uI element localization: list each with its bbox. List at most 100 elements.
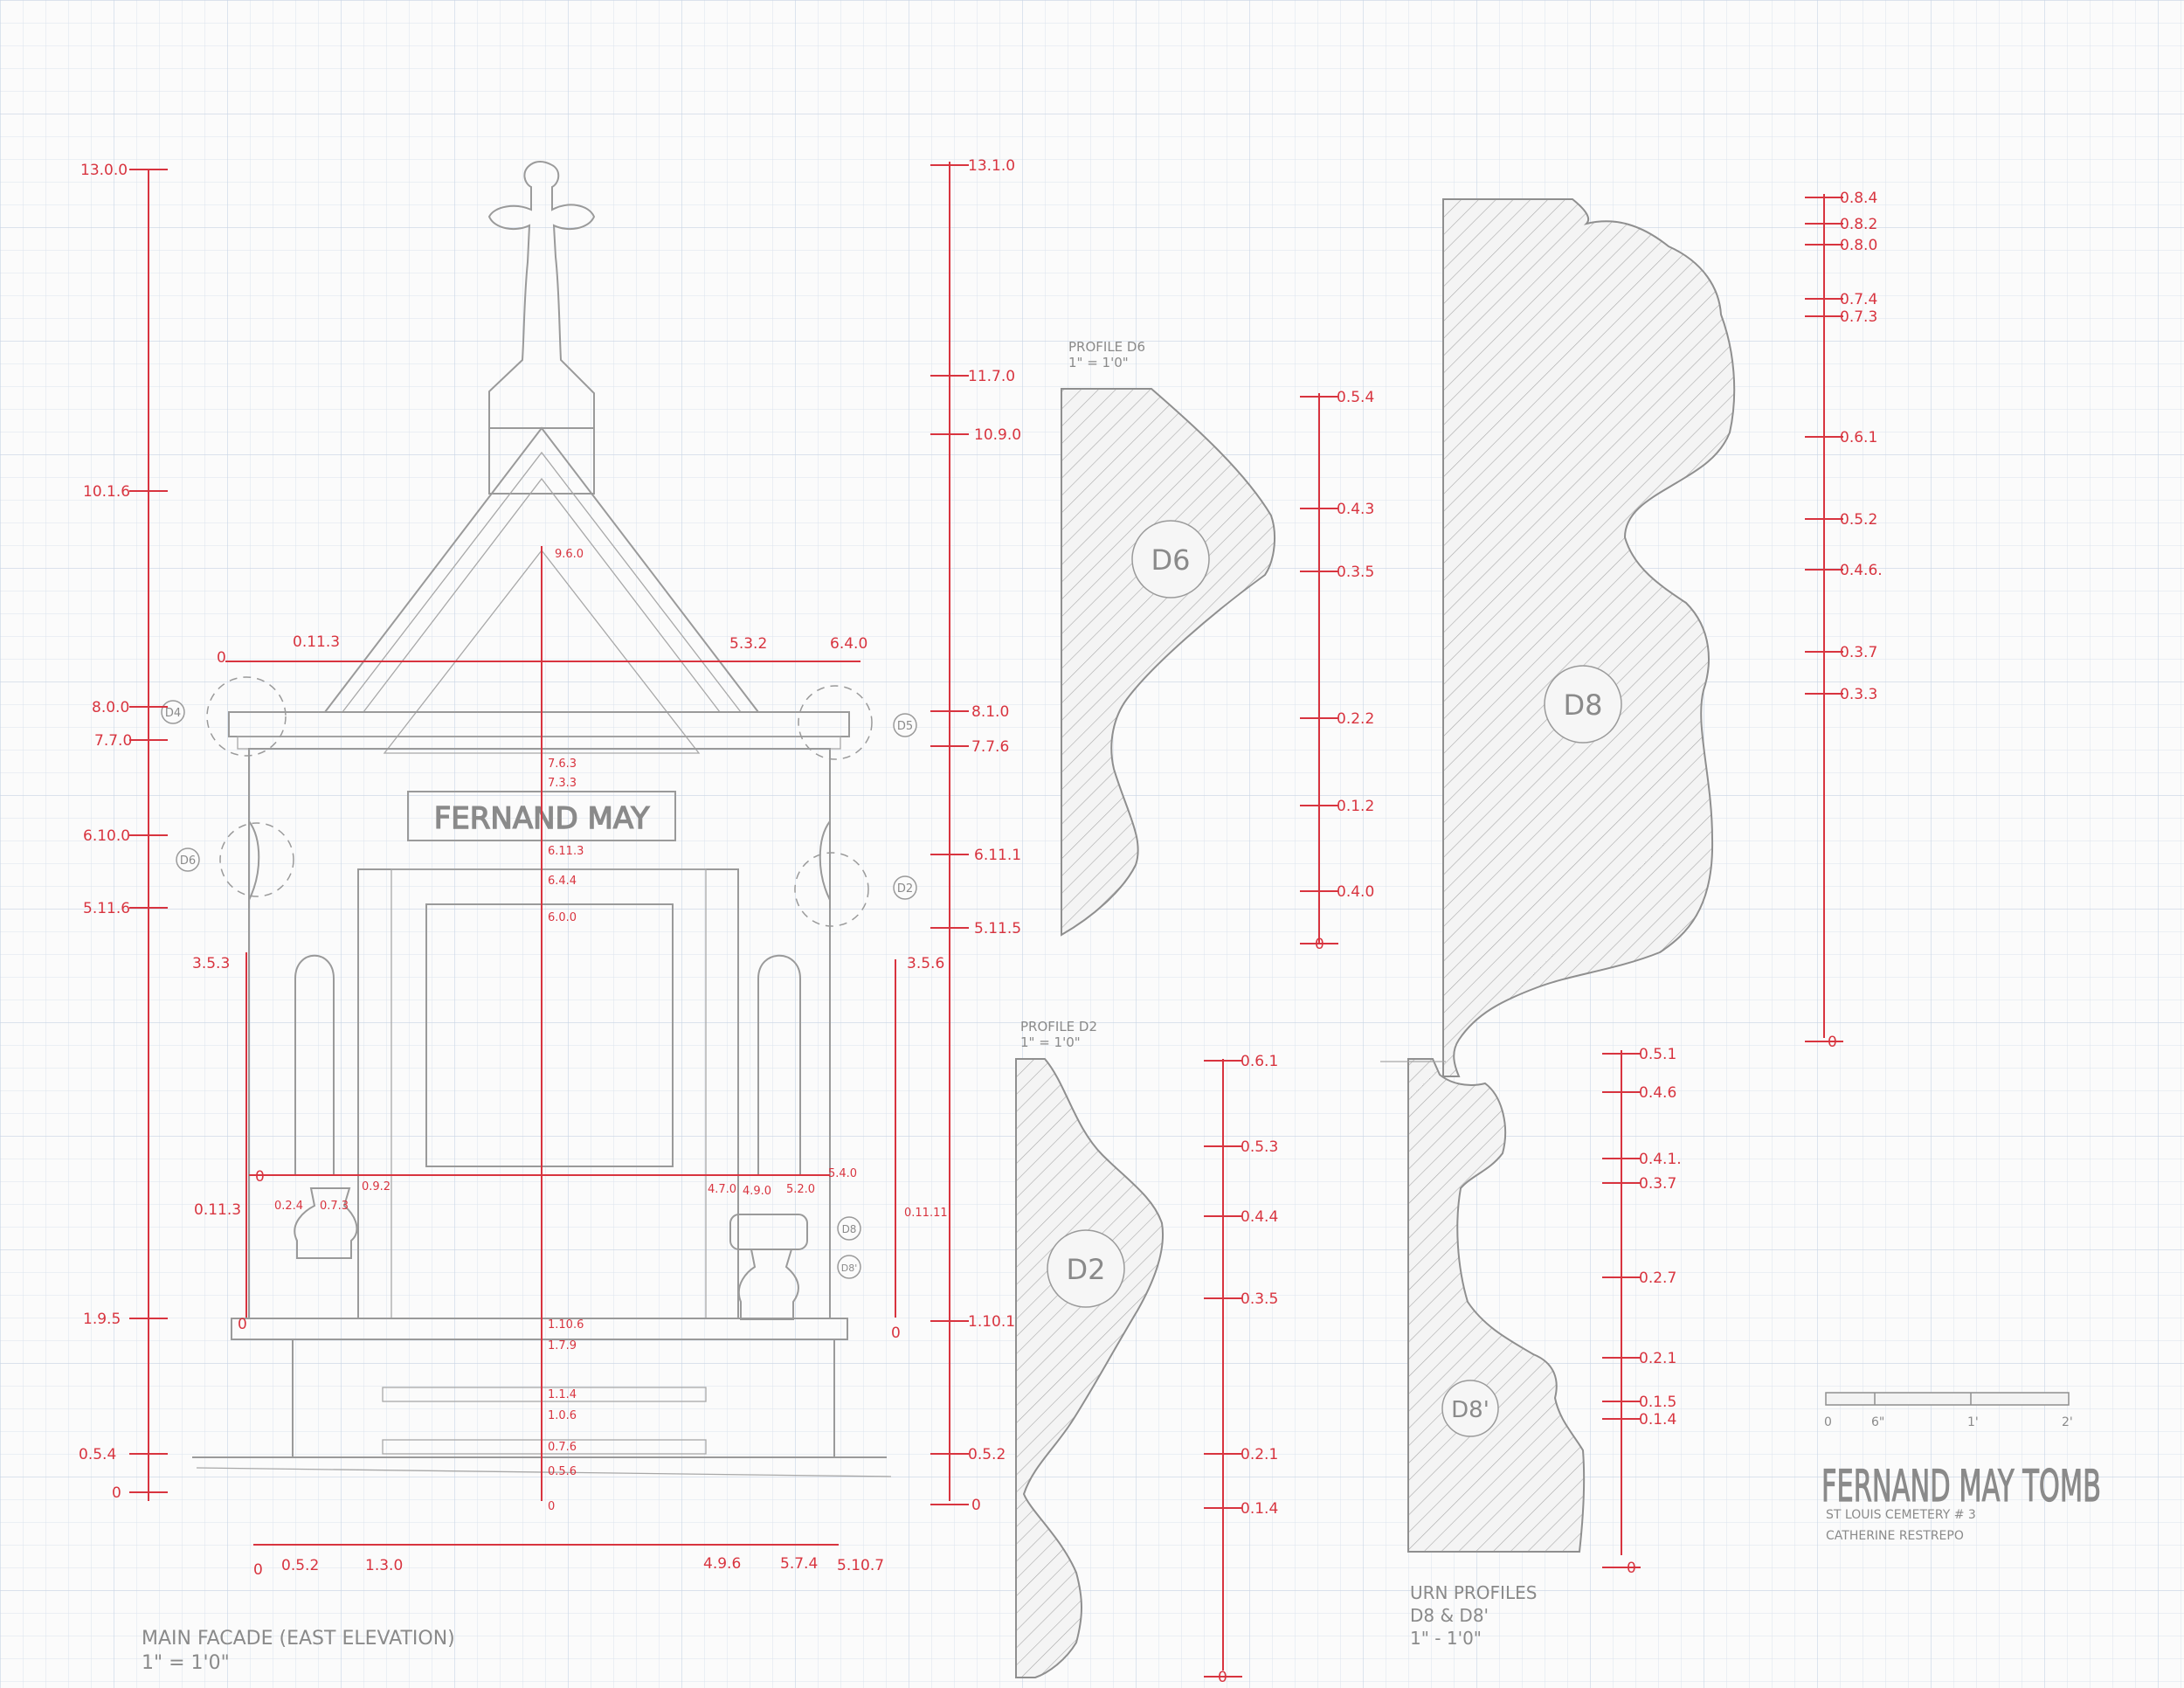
dim-left-3: 7.7.0 bbox=[94, 732, 132, 750]
scale-2ft: 2' bbox=[2062, 1415, 2073, 1429]
facade-dimension-labels: 13.0.0 10.1.6 8.0.0 7.7.0 6.10.0 5.11.6 … bbox=[79, 157, 1021, 1579]
dim-right-5: 6.11.1 bbox=[974, 847, 1021, 864]
d8-tick-5: 0.6.1 bbox=[1840, 429, 1877, 446]
urn-tick-1: 0.4.6 bbox=[1639, 1084, 1676, 1102]
profile-d8-shape bbox=[1442, 198, 1736, 1077]
d6-tick-2: 0.3.5 bbox=[1337, 564, 1374, 581]
profile-d2-label: D2 bbox=[1067, 1253, 1106, 1286]
dim-left-side-5: 0.7.3 bbox=[320, 1200, 349, 1213]
title-block-subtitle: ST LOUIS CEMETERY # 3 bbox=[1826, 1508, 1976, 1522]
d8-tick-7: 0.4.6. bbox=[1840, 562, 1883, 579]
dim-right-1: 11.7.0 bbox=[968, 368, 1015, 385]
d2-tick-2: 0.4.4 bbox=[1241, 1208, 1278, 1226]
dim-bottom-0: 0 bbox=[253, 1561, 263, 1579]
urn-tick-8: 0 bbox=[1627, 1560, 1636, 1577]
dim-top-2: 5.3.2 bbox=[729, 635, 767, 653]
right-niche bbox=[757, 954, 801, 1176]
dim-center-4: 6.4.4 bbox=[548, 875, 577, 888]
urn-tick-5: 0.2.1 bbox=[1639, 1350, 1676, 1367]
d2-tick-1: 0.5.3 bbox=[1241, 1138, 1278, 1156]
d6-tick-4: 0.1.2 bbox=[1337, 798, 1374, 815]
dim-bottom-3: 4.9.6 bbox=[703, 1555, 741, 1573]
callout-d5: D5 bbox=[897, 720, 913, 733]
dim-center-2: 7.3.3 bbox=[548, 777, 577, 790]
d8-tick-0: 0.8.4 bbox=[1840, 190, 1877, 207]
dim-left-2: 8.0.0 bbox=[92, 699, 129, 716]
d8-tick-1: 0.8.2 bbox=[1840, 216, 1877, 233]
profile-d2 bbox=[1015, 1058, 1224, 1678]
d8-tick-8: 0.3.7 bbox=[1840, 644, 1877, 661]
d2-tick-4: 0.2.1 bbox=[1241, 1446, 1278, 1463]
dim-center-9: 1.0.6 bbox=[548, 1409, 577, 1422]
urn-subtitle: D8 & D8' bbox=[1410, 1605, 1489, 1626]
dim-center-11: 0.5.6 bbox=[548, 1465, 577, 1478]
dim-right-side-2: 0.11.11 bbox=[904, 1207, 948, 1220]
scale-0: 0 bbox=[1824, 1415, 1832, 1429]
dim-right-side-1: 0 bbox=[891, 1325, 901, 1342]
step-1 bbox=[382, 1387, 707, 1402]
dim-center-8: 1.1.4 bbox=[548, 1388, 577, 1401]
profile-d6-title: PROFILE D6 bbox=[1068, 339, 1145, 355]
dim-right-0: 13.1.0 bbox=[968, 157, 1015, 175]
d8-tick-4: 0.7.3 bbox=[1840, 308, 1877, 326]
dim-right-side-0: 3.5.6 bbox=[907, 955, 944, 972]
profile-d6 bbox=[1061, 388, 1320, 944]
urn-tick-2: 0.4.1. bbox=[1639, 1151, 1682, 1168]
dim-right-side-5: 5.2.0 bbox=[786, 1183, 815, 1196]
dim-right-6: 5.11.5 bbox=[974, 920, 1021, 937]
urn-tick-7: 0.1.4 bbox=[1639, 1411, 1676, 1429]
profile-d2-ticks: 0.6.1 0.5.3 0.4.4 0.3.5 0.2.1 0.1.4 0 bbox=[1218, 1053, 1278, 1686]
callout-d8: D8 bbox=[842, 1223, 857, 1235]
dim-center-10: 0.7.6 bbox=[548, 1441, 577, 1454]
dim-right-2: 10.9.0 bbox=[974, 426, 1021, 444]
dim-bottom-4: 5.7.4 bbox=[780, 1555, 818, 1573]
dim-left-side-0: 3.5.3 bbox=[192, 955, 230, 972]
dim-bottom-2: 1.3.0 bbox=[365, 1557, 403, 1574]
profile-d8-label: D8 bbox=[1564, 688, 1603, 722]
urn-tick-4: 0.2.7 bbox=[1639, 1269, 1676, 1287]
scale-6in: 6" bbox=[1871, 1415, 1884, 1429]
dim-left-7: 0.5.4 bbox=[79, 1446, 116, 1463]
profile-d8-ticks: 0.8.4 0.8.2 0.8.0 0.7.4 0.7.3 0.6.1 0.5.… bbox=[1828, 190, 1883, 1051]
dim-left-1: 10.1.6 bbox=[83, 483, 130, 501]
title-block-title: FERNAND MAY TOMB bbox=[1821, 1461, 2101, 1512]
dim-center-3: 6.11.3 bbox=[548, 845, 584, 858]
detail-circle-d4 bbox=[206, 676, 287, 757]
dim-top-1: 0.11.3 bbox=[293, 633, 340, 651]
profile-d2-scale: 1" = 1'0" bbox=[1020, 1034, 1081, 1050]
facade-scale: 1" = 1'0" bbox=[142, 1652, 230, 1674]
d8-tick-2: 0.8.0 bbox=[1840, 237, 1877, 254]
d2-tick-0: 0.6.1 bbox=[1241, 1053, 1278, 1070]
dim-left-4: 6.10.0 bbox=[83, 827, 130, 845]
inscription-panel bbox=[425, 903, 674, 1167]
step-2 bbox=[382, 1439, 707, 1455]
dim-left-side-3: 0 bbox=[238, 1316, 247, 1333]
dim-right-side-3: 4.7.0 bbox=[708, 1183, 736, 1196]
detail-circle-d2 bbox=[794, 852, 869, 927]
callout-d4: D4 bbox=[165, 707, 181, 720]
d8-tick-10: 0 bbox=[1828, 1034, 1837, 1051]
dim-center-5: 6.0.0 bbox=[548, 911, 577, 924]
profile-d6-label: D6 bbox=[1151, 543, 1191, 577]
profile-d6-ticks: 0.5.4 0.4.3 0.3.5 0.2.2 0.1.2 0.4.0 0 bbox=[1315, 389, 1374, 953]
profile-d6-scale: 1" = 1'0" bbox=[1068, 355, 1129, 370]
d6-tick-5: 0.4.0 bbox=[1337, 883, 1374, 901]
d6-tick-1: 0.4.3 bbox=[1337, 501, 1374, 518]
dim-left-side-4: 0.2.4 bbox=[274, 1200, 303, 1213]
dim-center-1: 7.6.3 bbox=[548, 758, 577, 771]
d6-tick-3: 0.2.2 bbox=[1337, 710, 1374, 728]
d8-tick-3: 0.7.4 bbox=[1840, 291, 1877, 308]
urn-tick-3: 0.3.7 bbox=[1639, 1175, 1676, 1193]
urn-scale: 1" - 1'0" bbox=[1410, 1628, 1482, 1649]
dim-left-side-1: 0 bbox=[255, 1168, 265, 1186]
dim-left-6: 1.9.5 bbox=[83, 1311, 121, 1328]
dim-right-side-4: 4.9.0 bbox=[743, 1185, 771, 1198]
dim-center-12: 0 bbox=[548, 1500, 555, 1513]
callout-d6: D6 bbox=[180, 854, 196, 868]
d2-tick-5: 0.1.4 bbox=[1241, 1500, 1278, 1518]
dim-right-side-6: 5.4.0 bbox=[828, 1167, 857, 1180]
main-facade bbox=[192, 161, 892, 1477]
dim-left-side-6: 0.9.2 bbox=[362, 1180, 390, 1193]
dim-right-3: 8.1.0 bbox=[971, 703, 1009, 721]
left-niche bbox=[294, 954, 335, 1176]
